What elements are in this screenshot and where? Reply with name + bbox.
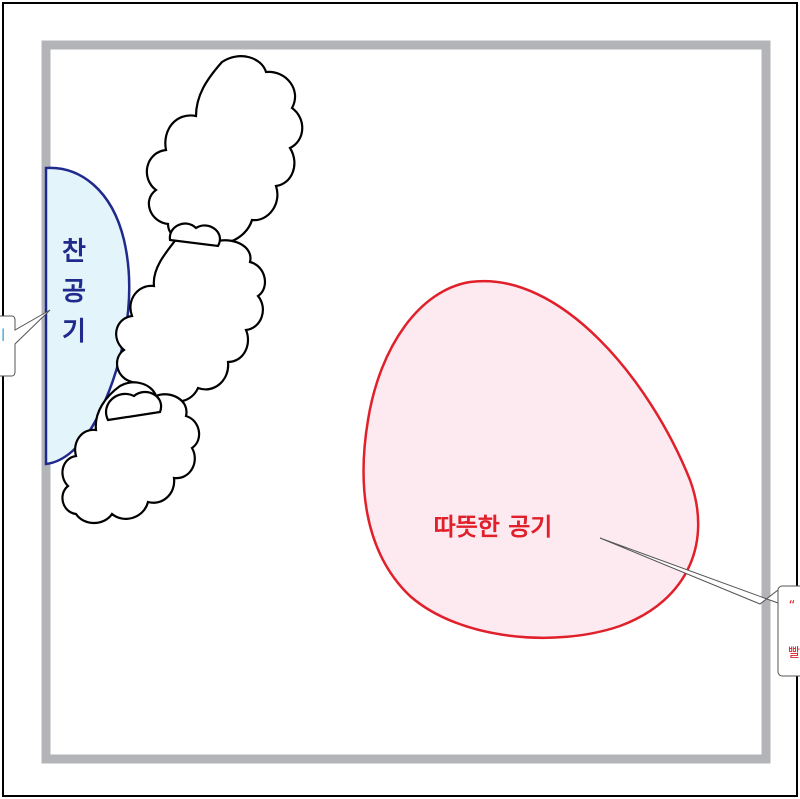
callout-left: ㅣ [0,309,51,377]
cloud-bubble-2 [168,222,221,248]
callout-right-box [777,585,800,677]
cloud-middle [115,228,267,403]
cold-air-label-line-1: 찬 [62,237,86,267]
cloud-lower [61,381,201,525]
callout-right: “ 빨 [777,585,800,677]
cloud-bubble-1 [105,390,163,422]
smoke-cloud [61,55,304,525]
callout-right-line-1: “ [789,599,796,614]
cold-air-label-line-2: 공 [62,277,86,307]
callout-right-line-2: 빨 [788,646,800,661]
callout-left-text: ㅣ [0,328,9,344]
warm-air-label: 따뜻한 공기 [434,513,553,541]
callout-left-box [0,309,51,377]
cold-air-label-line-3: 기 [62,317,86,347]
warm-air-region [362,279,700,640]
